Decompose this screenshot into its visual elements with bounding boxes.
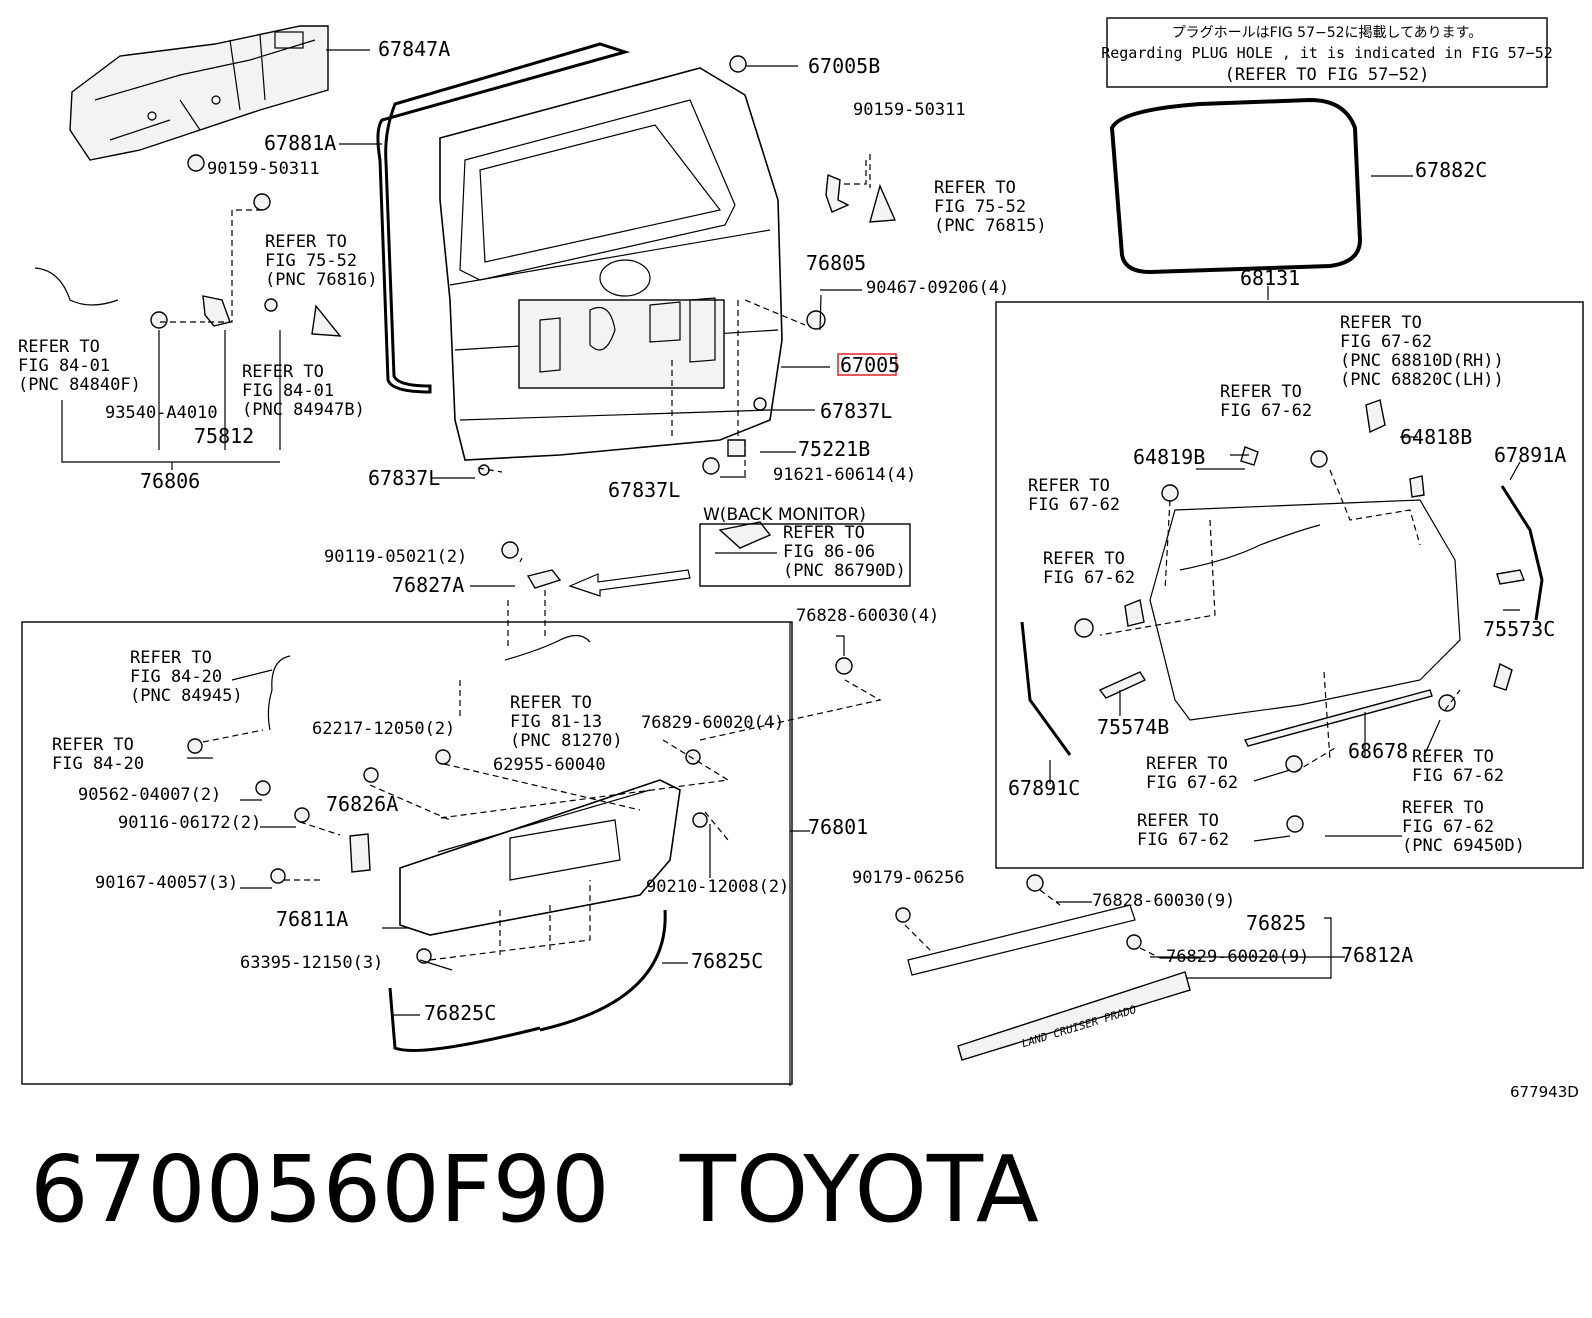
- label-76828-a: 76828-60030(4): [796, 606, 939, 626]
- label-76806: 76806: [140, 469, 200, 493]
- label-75221B: 75221B: [798, 437, 870, 461]
- notice-line-2: Regarding PLUG HOLE , it is indicated in…: [1101, 44, 1553, 62]
- footer-brand: TOYOTA: [679, 1136, 1039, 1243]
- label-76825C-right: 76825C: [691, 949, 763, 973]
- label-90119: 90119-05021(2): [324, 547, 467, 567]
- label-64819B: 64819B: [1133, 445, 1205, 469]
- label-76829-a: 76829-60020(4): [641, 713, 784, 733]
- label-67005: 67005: [840, 353, 900, 377]
- label-63395: 63395-12150(3): [240, 953, 383, 973]
- label-67837L-right: 67837L: [820, 399, 892, 423]
- label-90159-left: 90159-50311: [207, 159, 320, 179]
- label-90467: 90467-09206(4): [866, 278, 1009, 298]
- notice-line-1: プラグホールはFIG 57−52に掲載してあります。: [1172, 25, 1483, 41]
- part-76812A-emblem-plate-drawing: LAND CRUISER PRADO: [907, 904, 1191, 1061]
- footer-part-number: 6700560F90: [30, 1136, 610, 1243]
- leader-lines: [61, 49, 1521, 1086]
- label-67005B: 67005B: [808, 54, 880, 78]
- label-75574B: 75574B: [1097, 715, 1169, 739]
- label-76829-b: 76829-60020(9): [1166, 947, 1309, 967]
- part-67882C-drawing: [1109, 97, 1363, 275]
- label-76826A: 76826A: [326, 792, 398, 816]
- label-76825C-left: 76825C: [424, 1001, 496, 1025]
- label-76825: 76825: [1246, 911, 1306, 935]
- label-67891C: 67891C: [1008, 776, 1080, 800]
- part-76811A-garnish-drawing: [388, 779, 681, 1052]
- label-67837L-left: 67837L: [368, 466, 440, 490]
- label-68131: 68131: [1240, 266, 1300, 290]
- label-90159-right: 90159-50311: [853, 100, 966, 120]
- label-90167: 90167-40057(3): [95, 873, 238, 893]
- part-68131-glass-drawing: [1020, 485, 1544, 756]
- wire-harnesses: [34, 267, 1321, 731]
- label-90562: 90562-04007(2): [78, 785, 221, 805]
- label-93540: 93540-A4010: [105, 403, 218, 423]
- label-76828-b: 76828-60030(9): [1092, 891, 1235, 911]
- label-76805: 76805: [806, 251, 866, 275]
- assembly-box-68131: [995, 301, 1584, 869]
- label-91621: 91621-60614(4): [773, 465, 916, 485]
- brackets: [202, 173, 1513, 873]
- label-75573C: 75573C: [1483, 617, 1555, 641]
- label-62955: 62955-60040: [493, 755, 606, 775]
- label-67847A: 67847A: [378, 37, 450, 61]
- part-67881A-drawing: [376, 42, 631, 394]
- label-76827A: 76827A: [392, 573, 464, 597]
- label-76801: 76801: [808, 815, 868, 839]
- label-67881A: 67881A: [264, 131, 336, 155]
- highlight-67005: [837, 353, 897, 376]
- direction-arrow: [568, 569, 691, 597]
- figure-code: 677943D: [1510, 1083, 1579, 1101]
- label-76812A: 76812A: [1341, 943, 1413, 967]
- label-64818B: 64818B: [1400, 425, 1472, 449]
- label-62217: 62217-12050(2): [312, 719, 455, 739]
- part-number-footer: 6700560F90 TOYOTA: [30, 1135, 1109, 1245]
- label-90116: 90116-06172(2): [118, 813, 261, 833]
- label-back-monitor: W(BACK MONITOR): [703, 505, 866, 525]
- label-67837L-center: 67837L: [608, 478, 680, 502]
- part-67005-back-door-drawing: [439, 67, 783, 461]
- label-90179: 90179-06256: [852, 868, 965, 888]
- label-67891A: 67891A: [1494, 443, 1566, 467]
- label-90210: 90210-12008(2): [646, 877, 789, 897]
- plug-hole-notice: プラグホールはFIG 57−52に掲載してあります。 Regarding PLU…: [1101, 17, 1553, 88]
- assembly-box-76806: [21, 621, 793, 1085]
- part-67847A-drawing: [69, 25, 329, 161]
- part-labels: 67847A 67005B 67881A 90159-50311 90159-5…: [78, 37, 1579, 1101]
- fasteners: [150, 55, 1456, 964]
- label-67882C: 67882C: [1415, 158, 1487, 182]
- label-76811A: 76811A: [276, 907, 348, 931]
- notice-line-3: (REFER TO FIG 57−52): [1225, 65, 1430, 85]
- back-monitor-box: [699, 523, 911, 587]
- label-75812: 75812: [194, 424, 254, 448]
- label-68678: 68678: [1348, 739, 1408, 763]
